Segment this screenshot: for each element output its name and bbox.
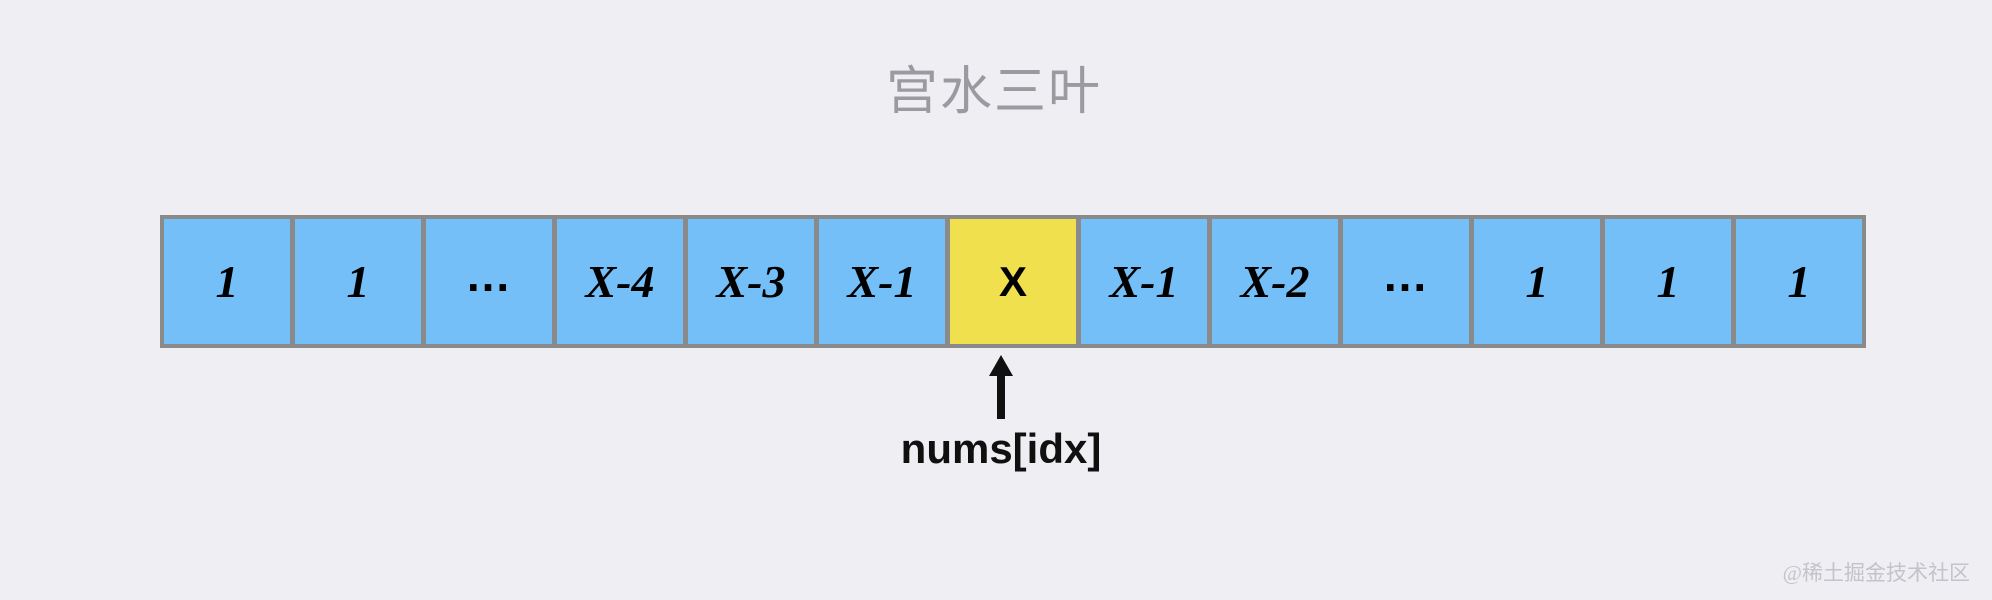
array-cell: 1 [1605, 219, 1731, 344]
array-cell: X-3 [688, 219, 814, 344]
page-title-text: 宫水三叶 [885, 64, 1102, 121]
index-pointer: nums[idx] [901, 355, 1101, 473]
array-cell: 1 [1474, 219, 1600, 344]
array-cell: ... [1343, 219, 1469, 344]
array-cell: 1 [164, 219, 290, 344]
array-cell: 1 [1736, 219, 1862, 344]
array-cell: 1 [295, 219, 421, 344]
array-cell-highlighted: X [950, 219, 1076, 344]
array-cell: X-4 [557, 219, 683, 344]
page-title: 宫水三叶 [0, 62, 1992, 124]
pointer-label: nums[idx] [900, 425, 1102, 472]
array-cell: X-2 [1212, 219, 1338, 344]
array-cell: ... [426, 219, 552, 344]
array-cell: X-1 [1081, 219, 1207, 344]
up-arrow-icon [988, 355, 1014, 419]
watermark: @稀土掘金技术社区 [1782, 561, 1970, 585]
array-cell: X-1 [819, 219, 945, 344]
